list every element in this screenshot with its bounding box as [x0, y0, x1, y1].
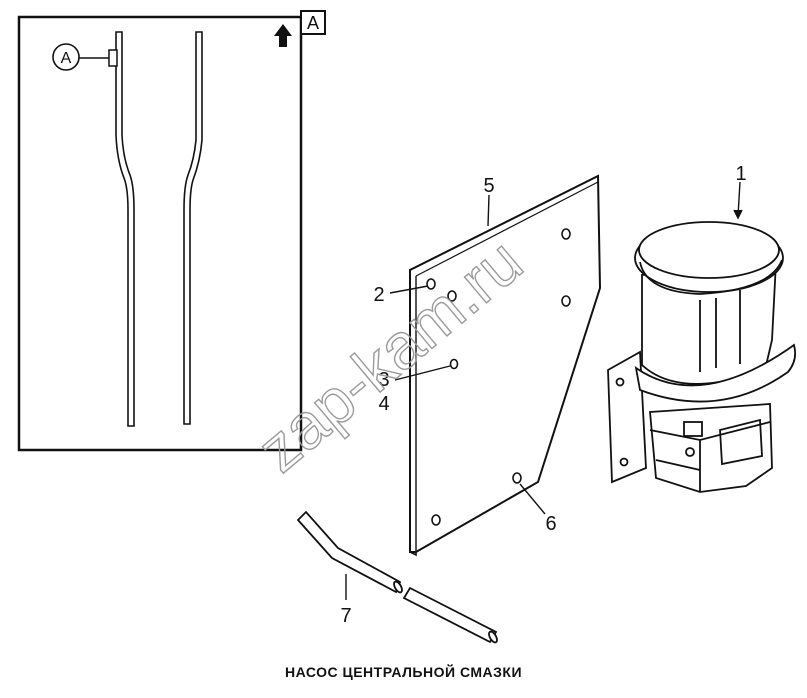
inset-view-a: A A	[17, 10, 326, 452]
callout-3: 3	[378, 369, 389, 391]
callout-1: 1	[735, 163, 746, 185]
inset-frame	[17, 15, 303, 452]
forward-arrow-icon	[274, 24, 292, 47]
frame-rail-right	[183, 31, 203, 425]
callout-leaders	[345, 181, 743, 600]
plate-holes	[426, 228, 571, 526]
lubrication-hose	[296, 510, 498, 644]
view-label-box	[300, 10, 326, 35]
detail-marker-label: A	[61, 50, 72, 67]
diagram-caption: НАСОС ЦЕНТРАЛЬНОЙ СМАЗКИ	[284, 664, 523, 680]
callout-7: 7	[340, 605, 351, 627]
view-label: A	[307, 13, 319, 33]
detail-marker-circle	[52, 43, 80, 71]
callout-4: 4	[378, 393, 389, 415]
mounting-plate	[409, 174, 602, 557]
callout-2: 2	[373, 284, 384, 306]
lubrication-pump	[607, 221, 797, 493]
callout-6: 6	[545, 513, 556, 535]
frame-rail-left	[115, 31, 135, 427]
callout-5: 5	[483, 175, 494, 197]
pump-mount-stub	[108, 49, 118, 67]
